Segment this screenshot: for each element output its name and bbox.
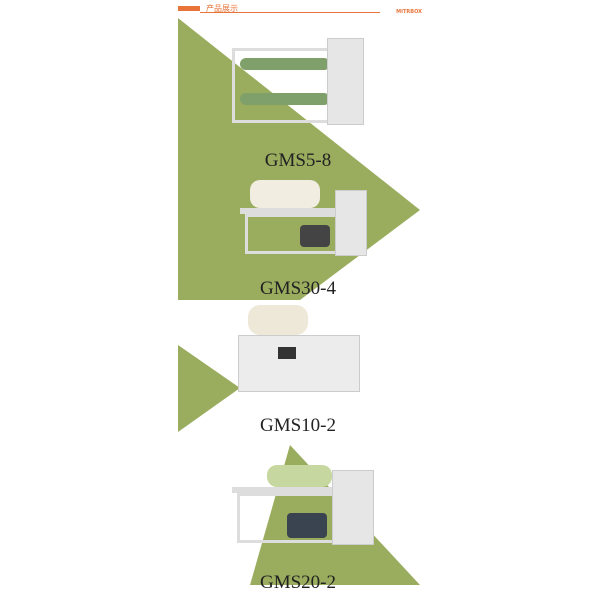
product-image-gms30-4 [240,180,367,270]
product-label: GMS10-2 [259,415,336,436]
section-header: 产品展示 MITRBOX [178,3,422,17]
product-label: GMS30-4 [259,278,336,299]
product-label: GMS20-2 [259,572,336,593]
green-chevron-2 [178,345,240,432]
product-image-gms5-8 [232,38,364,133]
brand-logo: MITRBOX [396,9,422,15]
product-image-gms10-2 [238,305,360,400]
product-label: GMS5-8 [264,150,332,171]
product-image-gms20-2 [232,465,374,555]
header-bar [178,6,200,11]
header-title: 产品展示 [206,4,238,13]
header-line [200,12,380,13]
